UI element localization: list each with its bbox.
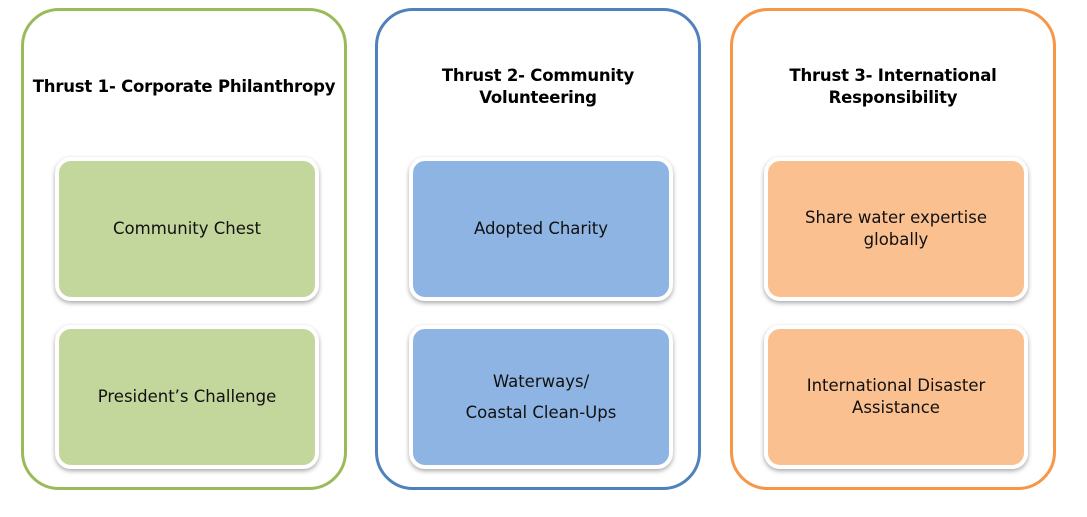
item-label: Community Chest xyxy=(113,219,261,238)
item-label: Waterways/ Coastal Clean-Ups xyxy=(465,372,617,422)
item-label: International Disaster Assistance xyxy=(806,376,986,417)
item-label: Share water expertise globally xyxy=(805,208,987,249)
thrust-3-title: Thrust 3- International Responsibility xyxy=(789,66,997,107)
thrust-1-container: Thrust 1- Corporate Philanthropy Communi… xyxy=(21,8,347,490)
thrust-3-item-share-water-expertise: Share water expertise globally xyxy=(764,157,1028,301)
thrust-2-item-adopted-charity: Adopted Charity xyxy=(409,157,673,301)
thrust-2-item-coastal-clean-ups: Waterways/ Coastal Clean-Ups xyxy=(409,325,673,469)
thrust-1-title: Thrust 1- Corporate Philanthropy xyxy=(32,77,336,96)
item-label: President’s Challenge xyxy=(97,387,277,406)
thrust-3-item-disaster-assistance: International Disaster Assistance xyxy=(764,325,1028,469)
thrust-2-title: Thrust 2- Community Volunteering xyxy=(441,66,635,107)
thrust-1-item-presidents-challenge: President’s Challenge xyxy=(55,325,319,469)
item-label: Adopted Charity xyxy=(473,219,609,238)
thrust-3-container: Thrust 3- International Responsibility S… xyxy=(730,8,1056,490)
thrust-2-container: Thrust 2- Community Volunteering Adopted… xyxy=(375,8,701,490)
thrust-1-item-community-chest: Community Chest xyxy=(55,157,319,301)
